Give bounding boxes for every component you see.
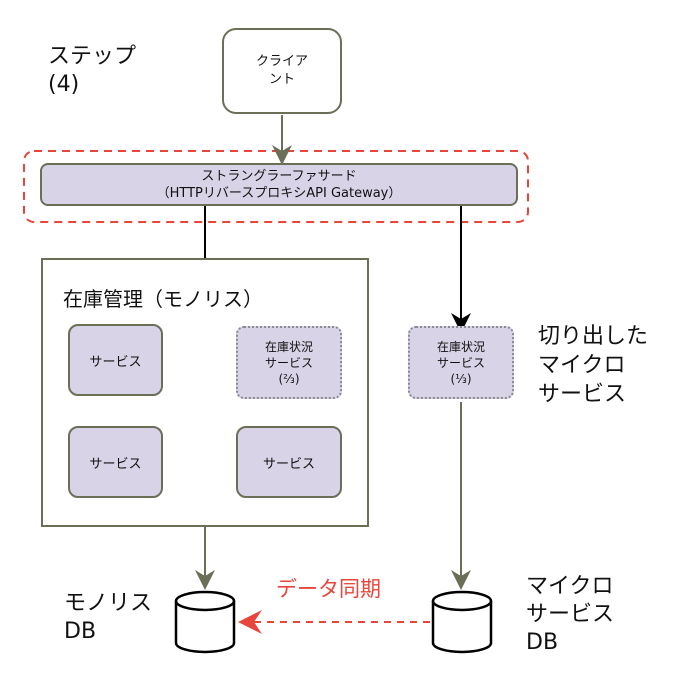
monolith-inventory-line2: サービス (264, 355, 313, 370)
monolith-inventory-line3: (⅔) (278, 371, 300, 386)
service-b-label: サービス (89, 456, 142, 472)
micro-inventory-line3: (⅓) (450, 371, 472, 386)
micro-db-cylinder (431, 590, 493, 654)
micro-inventory-line2: サービス (436, 355, 485, 370)
step-label-line1: ステップ (48, 44, 137, 69)
service-c-label: サービス (262, 456, 315, 472)
micro-inventory-service: 在庫状況 サービス (⅓) (408, 326, 514, 399)
facade-label-line1: ストラングラーファサード (201, 168, 357, 184)
monolith-db-cylinder (174, 590, 236, 654)
client-box: クライア ント (222, 28, 342, 114)
facade-label-line2: （HTTPリバースプロキシAPI Gateway） (156, 185, 402, 201)
extracted-label-line3: サービス (538, 382, 627, 407)
service-a-label: サービス (89, 354, 142, 370)
micro-db-line2: サービス (526, 602, 615, 627)
monolith-service-b: サービス (68, 426, 163, 498)
extracted-label-line1: 切り出した (538, 324, 649, 349)
client-label-line2: ント (268, 72, 295, 87)
monolith-service-a: サービス (68, 324, 163, 396)
monolith-db-line2: DB (64, 619, 97, 644)
micro-inventory-line1: 在庫状況 (436, 339, 485, 354)
monolith-inventory-service: 在庫状況 サービス (⅔) (236, 326, 342, 399)
extracted-microservice-label: 切り出した マイクロ サービス (538, 322, 648, 409)
step-label: ステップ (4) (48, 43, 136, 99)
facade-box: ストラングラーファサード （HTTPリバースプロキシAPI Gateway） (40, 163, 518, 206)
monolith-db-line1: モノリス (64, 591, 153, 616)
extracted-label-line2: マイクロ (538, 353, 626, 378)
micro-db-line3: DB (526, 630, 559, 655)
monolith-db-label: モノリス DB (64, 590, 152, 646)
data-sync-label: データ同期 (276, 577, 381, 601)
step-label-line2: (4) (48, 72, 80, 97)
micro-db-line1: マイクロ (526, 574, 614, 599)
micro-db-label: マイクロ サービス DB (526, 573, 614, 657)
monolith-inventory-line1: 在庫状況 (264, 339, 313, 354)
monolith-service-c: サービス (236, 426, 342, 498)
monolith-title: 在庫管理（モノリス） (63, 287, 263, 311)
client-label-line1: クライア (255, 54, 308, 69)
